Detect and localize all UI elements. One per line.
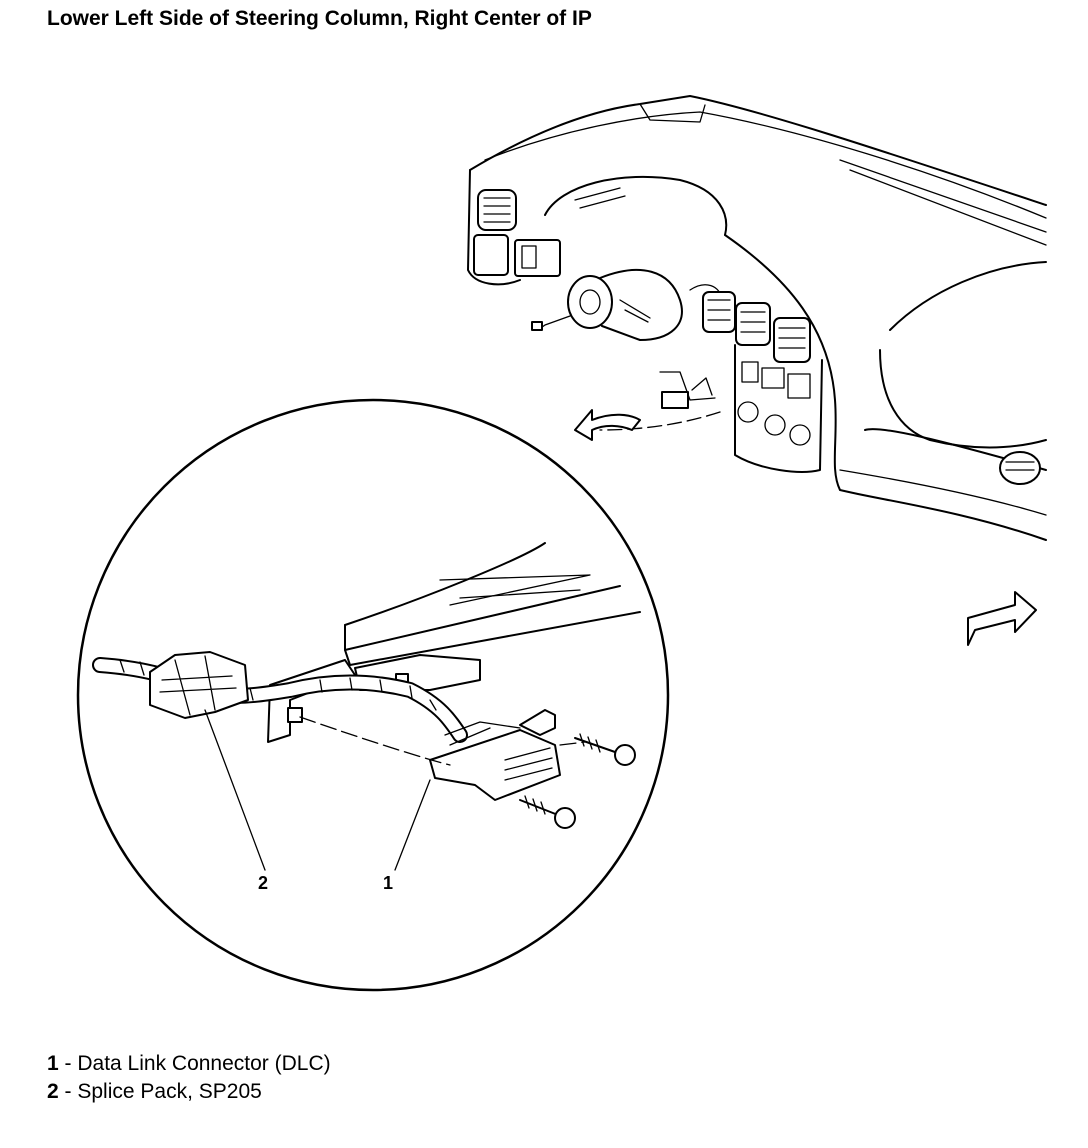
legend-item-2: 2 - Splice Pack, SP205 [47,1078,331,1106]
legend-number: 1 [47,1052,59,1075]
legend-label: Data Link Connector (DLC) [77,1052,331,1075]
callout-legend: 1 - Data Link Connector (DLC) 2 - Splice… [47,1050,331,1106]
legend-separator: - [58,1052,78,1075]
instrument-panel-illustration [467,95,1047,646]
legend-number: 2 [47,1080,59,1103]
callout-1: 1 [383,873,393,893]
legend-label: Splice Pack, SP205 [77,1080,262,1103]
page-title: Lower Left Side of Steering Column, Righ… [47,7,592,30]
callout-2: 2 [258,873,268,893]
detail-view: 2 1 [76,398,670,992]
legend-item-1: 1 - Data Link Connector (DLC) [47,1050,331,1078]
legend-separator: - [58,1080,78,1103]
